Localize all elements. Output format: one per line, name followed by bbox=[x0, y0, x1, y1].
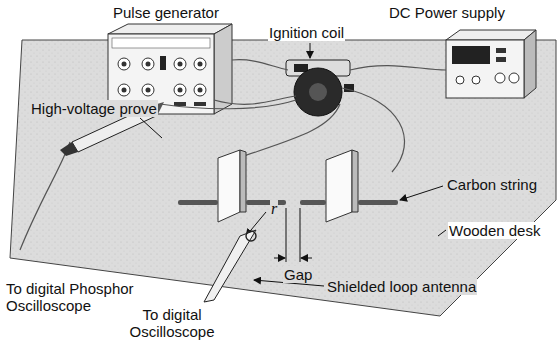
distance-label: r bbox=[270, 200, 278, 217]
part-label: Wooden desk bbox=[448, 222, 541, 239]
carbon-string bbox=[178, 200, 398, 205]
leader-lines bbox=[140, 43, 446, 286]
part-label: Shielded loop antenna bbox=[326, 278, 477, 295]
wooden-desk bbox=[10, 40, 556, 316]
output-label: To digital Oscilloscope bbox=[112, 306, 232, 340]
device-label: DC Power supply bbox=[388, 4, 506, 21]
gap-label: Gap bbox=[283, 266, 313, 283]
part-label: Carbon string bbox=[446, 176, 538, 193]
electrode-plates bbox=[218, 150, 358, 222]
device-label: Ignition coil bbox=[268, 24, 345, 41]
wires bbox=[20, 60, 446, 302]
device-label: Pulse generator bbox=[112, 4, 220, 21]
dc-power-supply bbox=[446, 30, 536, 98]
gap-marker bbox=[274, 208, 312, 262]
device-label: High-voltage prove bbox=[30, 100, 158, 117]
loop-antenna bbox=[204, 230, 256, 302]
